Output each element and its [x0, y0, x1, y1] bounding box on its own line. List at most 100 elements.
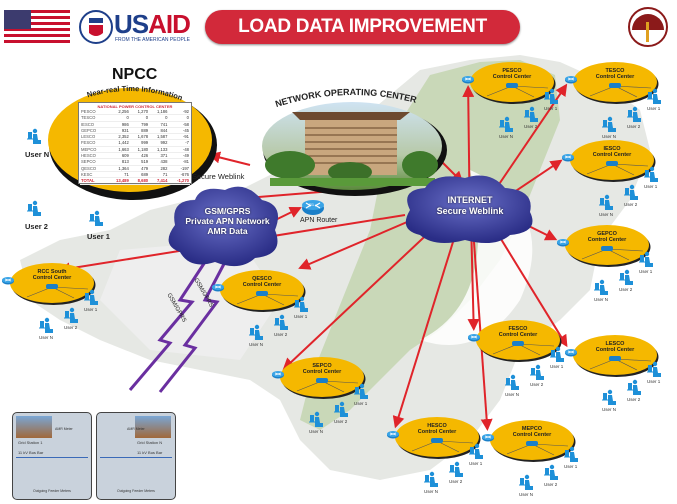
- npcc-table-cell: -676: [168, 171, 190, 179]
- npcc-table-cell: -197: [168, 165, 190, 172]
- router-icon[interactable]: [482, 434, 494, 442]
- grid-station-bus: 11 kV Bus Bar: [137, 450, 163, 455]
- npcc-table-cell: 2,256: [106, 109, 130, 116]
- router-icon[interactable]: [557, 239, 569, 247]
- control-center-caption: Control Center: [32, 275, 72, 281]
- user-label: User 2: [64, 325, 78, 330]
- router-icon[interactable]: [387, 431, 399, 439]
- user-workstation-icon: [619, 269, 633, 285]
- npcc-table-cell: HESCO: [80, 152, 107, 160]
- control-center-name: HESCO: [427, 423, 447, 429]
- control-center-iesco[interactable]: [570, 140, 656, 182]
- router-icon[interactable]: [562, 154, 574, 162]
- grid-station-meter: AMR Meter: [55, 427, 73, 431]
- npcc-table-cell: 0: [168, 114, 190, 122]
- user-workstation-icon: [354, 383, 368, 399]
- apn-router-label: APN Router: [300, 217, 338, 224]
- npcc-table-cell: 1,133: [149, 146, 169, 154]
- router-icon[interactable]: [565, 76, 577, 84]
- router-icon[interactable]: [468, 334, 480, 342]
- user-workstation-icon: [274, 314, 288, 330]
- user-label: User 1: [294, 314, 308, 319]
- user-label: User 2: [627, 397, 641, 402]
- user-label: User 2: [524, 124, 538, 129]
- npcc-table-cell: -48: [168, 146, 190, 154]
- npcc-table-cell: -91: [168, 133, 190, 141]
- user-label: User N: [599, 212, 614, 217]
- npcc-table-cell: IESCO: [80, 121, 107, 128]
- control-center-qesco[interactable]: [220, 270, 306, 312]
- usaid-us: US: [114, 9, 149, 39]
- apn-router-id: R1: [309, 202, 315, 207]
- router-icon[interactable]: [565, 349, 577, 357]
- bus-bar-line: [100, 457, 172, 458]
- user-label: User N: [424, 489, 439, 494]
- link-arrow: [467, 229, 480, 332]
- user-label: User N: [39, 335, 54, 340]
- user-workstation-icon: [499, 116, 513, 132]
- user-label: User 1: [644, 184, 658, 189]
- apn-router-icon[interactable]: [302, 200, 324, 215]
- user-workstation-icon: [602, 389, 616, 405]
- control-center-caption: Control Center: [302, 369, 342, 375]
- npcc-table-cell: 519: [129, 158, 150, 166]
- control-center-lesco[interactable]: [573, 335, 659, 377]
- control-center-caption: Control Center: [587, 237, 627, 243]
- control-center-mepco[interactable]: [490, 420, 576, 462]
- grid-station-feeder: Outgoing Feeder Meters: [117, 489, 155, 493]
- npcc-table-cell: 689: [129, 171, 150, 179]
- control-center-tesco[interactable]: [573, 62, 659, 104]
- router-icon[interactable]: [212, 284, 224, 292]
- control-center-name: MEPCO: [521, 426, 543, 432]
- internet-cloud-line1: INTERNET: [447, 195, 493, 205]
- control-center-sepco[interactable]: [280, 357, 366, 399]
- user-workstation-icon: [647, 361, 661, 377]
- control-center-name: FESCO: [508, 326, 528, 332]
- npcc-user-label: User N: [25, 150, 50, 159]
- control-center-hesco[interactable]: [395, 417, 481, 459]
- usaid-tagline: FROM THE AMERICAN PEOPLE: [115, 37, 190, 43]
- npcc-table-cell: 999: [129, 139, 150, 147]
- control-center-caption: Control Center: [498, 332, 538, 338]
- npcc-users: [27, 128, 103, 226]
- user-label: User N: [602, 407, 617, 412]
- npcc-table-cell: 741: [149, 121, 169, 128]
- npcc-table-cell: SEPCO: [80, 158, 107, 166]
- user-label: User 2: [274, 332, 288, 337]
- control-center-pesco[interactable]: [470, 62, 556, 104]
- user-label: User 2: [624, 202, 638, 207]
- router-icon[interactable]: [272, 371, 284, 379]
- router-icon[interactable]: [2, 277, 14, 285]
- user-label: User 2: [530, 382, 544, 387]
- control-center-fesco[interactable]: [476, 320, 562, 362]
- npcc-table-cell: 1,180: [129, 146, 150, 154]
- npcc-table-cell: 1,186: [149, 109, 169, 116]
- user-label: User 1: [354, 401, 368, 406]
- control-center-gepco[interactable]: [565, 225, 651, 267]
- control-center-name: GEPCO: [597, 231, 617, 237]
- control-center-rcc-south[interactable]: [10, 263, 96, 305]
- npcc-table-cell: TESCO: [80, 114, 107, 122]
- user-workstation-icon: [294, 296, 308, 312]
- user-label: User 1: [647, 379, 661, 384]
- link-arrow: [282, 221, 441, 371]
- grid-station-photo: [135, 416, 171, 438]
- npcc-user-icon: [89, 210, 103, 226]
- user-label: User N: [499, 134, 514, 139]
- npcc-table-cell: KESC: [80, 171, 107, 179]
- npcc-table-cell: 0: [129, 114, 150, 122]
- grid-station-name: Grid Station N: [137, 440, 163, 445]
- user-workstation-icon: [544, 464, 558, 480]
- router-icon[interactable]: [462, 76, 474, 84]
- npcc-table-cell: FESCO: [80, 139, 107, 147]
- npcc-table-cell: -49: [168, 152, 190, 160]
- gsm-link-bolt-left: [128, 261, 207, 391]
- usaid-seal-icon: [79, 10, 113, 44]
